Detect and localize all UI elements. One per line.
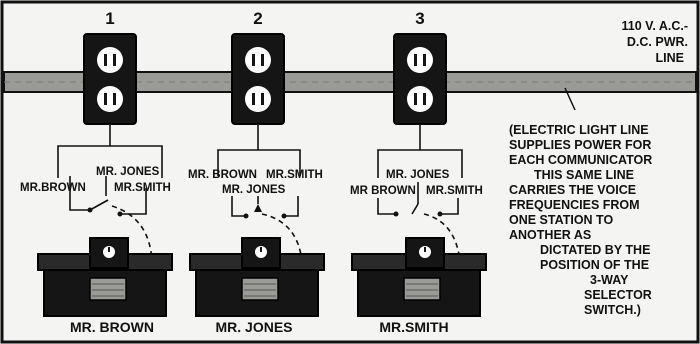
station-number: 3 (415, 9, 424, 28)
power-line-label-line: LINE (656, 51, 684, 65)
wire-label-smith: MR.SMITH (114, 182, 171, 194)
station-name: MR. JONES (215, 319, 292, 335)
note-line: ANOTHER AS (509, 228, 591, 242)
wire-label-jones: MR. JONES (96, 166, 160, 178)
speaker-grille (403, 277, 441, 301)
note-line: 3-WAY (590, 273, 629, 287)
wire-label-brown: MR BROWN (350, 185, 416, 197)
note-line: DICTATED BY THE (540, 243, 650, 257)
note-line: (ELECTRIC LIGHT LINE (509, 123, 649, 137)
wall-outlet (393, 33, 447, 125)
wall-outlet (83, 33, 137, 125)
wire-label-brown: MR.BROWN (20, 182, 86, 194)
note-line: EACH COMMUNICATOR (509, 153, 652, 167)
note-line: SWITCH.) (584, 303, 641, 317)
wire-label-smith: MR.SMITH (266, 169, 323, 181)
wire-label-smith: MR.SMITH (426, 185, 483, 197)
station-3: 3 MR. JONES MR BROWN MR.SMITH (350, 9, 487, 335)
explanatory-note: (ELECTRIC LIGHT LINE SUPPLIES POWER FOR … (509, 123, 652, 317)
speaker-grille (241, 277, 279, 301)
wire-label-jones: MR. JONES (386, 169, 450, 181)
note-line: FREQUENCIES FROM (509, 198, 640, 212)
station-number: 2 (253, 9, 262, 28)
wire-label-brown: MR. BROWN (188, 169, 257, 181)
note-line: CARRIES THE VOICE (509, 183, 636, 197)
note-line: SUPPLIES POWER FOR (509, 138, 651, 152)
power-line-label-line: 110 V. A.C.- (622, 19, 688, 33)
speaker-grille (89, 277, 127, 301)
note-line: ONE STATION TO (509, 213, 613, 227)
wire-label-jones: MR. JONES (222, 184, 286, 196)
station-wires (57, 124, 163, 301)
communicator-unit (351, 237, 487, 317)
station-1: 1 MR. JONES MR.BROWN MR.SMITH (20, 9, 173, 335)
power-line-label-line: D.C. PWR. (627, 35, 688, 49)
station-number: 1 (105, 9, 114, 28)
station-2: 2 MR. BROWN MR.SMITH MR. JONES (188, 9, 325, 335)
note-line: THIS SAME LINE (534, 168, 634, 182)
note-pointer (564, 87, 576, 111)
communicator-unit (37, 237, 173, 317)
wall-outlet (231, 33, 285, 125)
note-line: SELECTOR (584, 288, 652, 302)
station-name: MR. BROWN (70, 319, 154, 335)
station-name: MR.SMITH (379, 319, 448, 335)
power-line-label: 110 V. A.C.- D.C. PWR. LINE (622, 19, 688, 65)
communicator-unit (189, 237, 325, 317)
note-line: POSITION OF THE (540, 258, 649, 272)
